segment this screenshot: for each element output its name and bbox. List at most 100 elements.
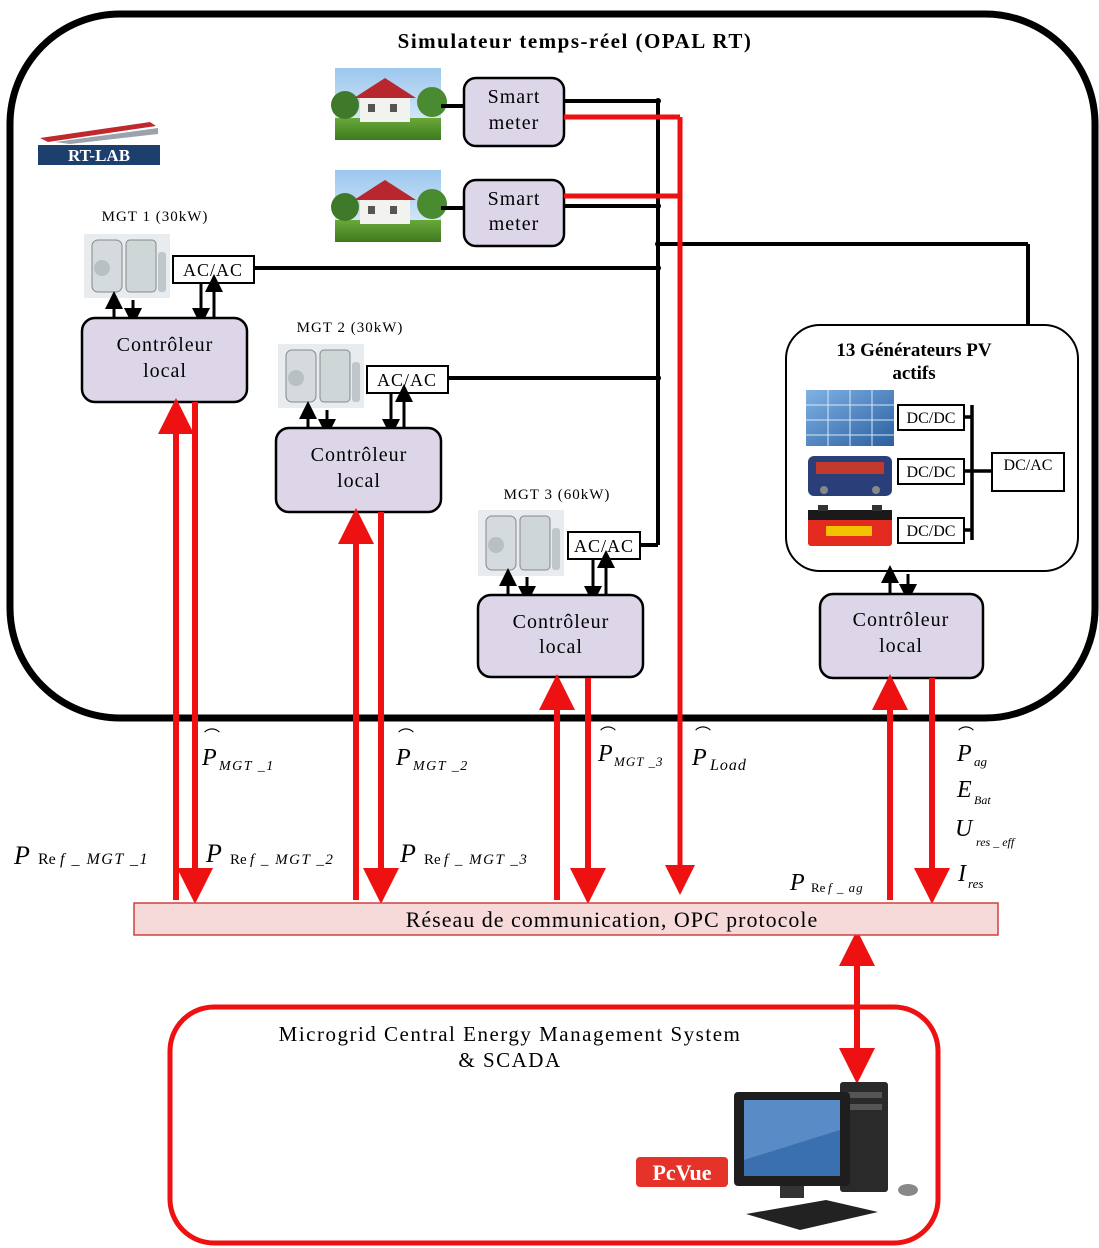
smart-meter-2: Smart meter — [462, 178, 566, 248]
svg-text:f _ MGT _2: f _ MGT _2 — [250, 852, 334, 868]
svg-text:RT-LAB: RT-LAB — [68, 146, 130, 165]
opal-rt-title: Simulateur temps-réel (OPAL RT) — [398, 29, 753, 53]
svg-text:meter: meter — [489, 112, 540, 134]
mgt3-acac-label: AC/AC — [574, 536, 634, 556]
svg-text:P: P — [399, 839, 416, 868]
communication-network-bar — [133, 902, 999, 936]
svg-text:Contrôleur: Contrôleur — [311, 444, 408, 466]
svg-text:E: E — [956, 777, 972, 803]
cems-container — [167, 1004, 941, 1246]
svg-text:meter: meter — [489, 213, 540, 235]
svg-text:Contrôleur: Contrôleur — [513, 611, 610, 633]
mgt1-acac-label: AC/AC — [183, 260, 243, 280]
svg-text:Re: Re — [424, 852, 441, 868]
svg-text:P: P — [691, 745, 707, 771]
mgt2-local-controller: Contrôleur local — [274, 426, 443, 514]
svg-text:ag: ag — [974, 754, 988, 769]
pv-container — [785, 324, 1079, 572]
signal-pref-mgt-1: P Re f _ MGT _1 — [13, 841, 149, 870]
svg-text:local: local — [879, 635, 923, 657]
signal-pref-mgt-3: P Re f _ MGT _3 — [399, 839, 528, 868]
signal-pref-mgt-2: P Re f _ MGT _2 — [205, 839, 334, 868]
svg-text:⌒: ⌒ — [958, 726, 974, 744]
svg-text:f _ MGT _3: f _ MGT _3 — [444, 852, 528, 868]
svg-text:P: P — [201, 745, 217, 771]
pv-title-line1: 13 Générateurs PV — [836, 340, 991, 361]
mgt3-turbine-image — [478, 510, 564, 576]
communication-network-label: Réseau de communication, OPC protocole — [406, 907, 819, 932]
rt-lab-logo: RT-LAB — [38, 118, 160, 165]
signal-p-mgt-3: ⌒ P MGT _3 — [597, 726, 663, 769]
signal-u-res-eff: U res _ eff — [955, 816, 1016, 849]
mgt2-turbine-image — [278, 344, 364, 408]
pcvue-logo: PcVue — [636, 1157, 728, 1187]
svg-text:DC/DC: DC/DC — [907, 410, 956, 427]
svg-text:DC/DC: DC/DC — [907, 523, 956, 540]
signal-p-ag: ⌒ P ag — [956, 726, 988, 769]
svg-text:f _ MGT _1: f _ MGT _1 — [60, 851, 149, 868]
house-image — [331, 68, 447, 140]
svg-text:U: U — [955, 816, 974, 842]
svg-text:P: P — [789, 870, 805, 896]
svg-text:Re: Re — [811, 880, 826, 895]
pv-panel-image — [806, 390, 894, 446]
svg-text:Bat: Bat — [974, 793, 991, 807]
dcdc-box-2 — [897, 458, 965, 485]
svg-text:P: P — [13, 841, 30, 870]
svg-text:Re: Re — [230, 852, 247, 868]
cems-title-line1: Microgrid Central Energy Management Syst… — [279, 1022, 742, 1046]
mgt2-acac-label: AC/AC — [377, 370, 437, 390]
svg-text:res: res — [968, 876, 983, 891]
svg-text:DC/DC: DC/DC — [907, 464, 956, 481]
svg-text:⌒: ⌒ — [398, 728, 414, 746]
signal-i-res: I res — [957, 861, 983, 891]
svg-text:P: P — [597, 741, 613, 767]
svg-text:P: P — [205, 839, 222, 868]
signal-p-load: ⌒ P Load — [691, 726, 747, 774]
pv-local-controller: Contrôleur local — [818, 592, 985, 680]
mgt1-local-controller: Contrôleur local — [80, 316, 249, 404]
dcdc-box-3 — [897, 517, 965, 544]
fuel-cell-image — [808, 456, 892, 496]
svg-text:Contrôleur: Contrôleur — [853, 609, 950, 631]
signal-p-mgt-2: ⌒ P MGT _2 — [395, 728, 469, 774]
mgt3-label: MGT 3 (60kW) — [504, 487, 611, 503]
svg-text:P: P — [395, 745, 411, 771]
svg-text:Smart: Smart — [488, 86, 541, 108]
svg-text:local: local — [539, 636, 583, 658]
svg-text:PcVue: PcVue — [652, 1160, 711, 1185]
svg-text:Smart: Smart — [488, 188, 541, 210]
mgt1-label: MGT 1 (30kW) — [102, 209, 209, 225]
computer-image — [734, 1082, 918, 1230]
svg-text:P: P — [956, 741, 972, 767]
svg-text:I: I — [957, 861, 967, 887]
svg-text:MGT _1: MGT _1 — [218, 759, 275, 774]
power-bus — [254, 99, 1030, 547]
dcac-label: DC/AC — [1004, 457, 1053, 474]
mgt3-local-controller: Contrôleur local — [476, 593, 645, 679]
signal-pref-ag: P Re f _ ag — [789, 870, 864, 896]
svg-text:local: local — [143, 360, 187, 382]
svg-text:local: local — [337, 470, 381, 492]
mgt2-label: MGT 2 (30kW) — [297, 320, 404, 336]
dcac-box — [991, 452, 1065, 492]
pv-title-line2: actifs — [892, 363, 935, 384]
smart-meter-1: Smart meter — [462, 76, 566, 148]
svg-text:f _ ag: f _ ag — [828, 880, 864, 895]
house-image — [331, 170, 447, 242]
battery-image — [808, 505, 892, 546]
meter-data-lines — [564, 114, 695, 895]
svg-text:⌒: ⌒ — [204, 728, 220, 746]
svg-text:res _ eff: res _ eff — [976, 835, 1016, 849]
signal-e-bat: E Bat — [956, 777, 991, 807]
svg-text:Contrôleur: Contrôleur — [117, 334, 214, 356]
svg-text:MGT _3: MGT _3 — [613, 754, 663, 769]
svg-text:MGT _2: MGT _2 — [412, 759, 469, 774]
mgt1-turbine-image — [84, 234, 170, 298]
signal-p-mgt-1: ⌒ P MGT _1 — [201, 728, 275, 774]
svg-text:⌒: ⌒ — [695, 726, 711, 744]
cems-title-line2: & SCADA — [458, 1048, 561, 1072]
svg-text:Load: Load — [709, 757, 747, 774]
svg-text:Re: Re — [38, 851, 56, 868]
